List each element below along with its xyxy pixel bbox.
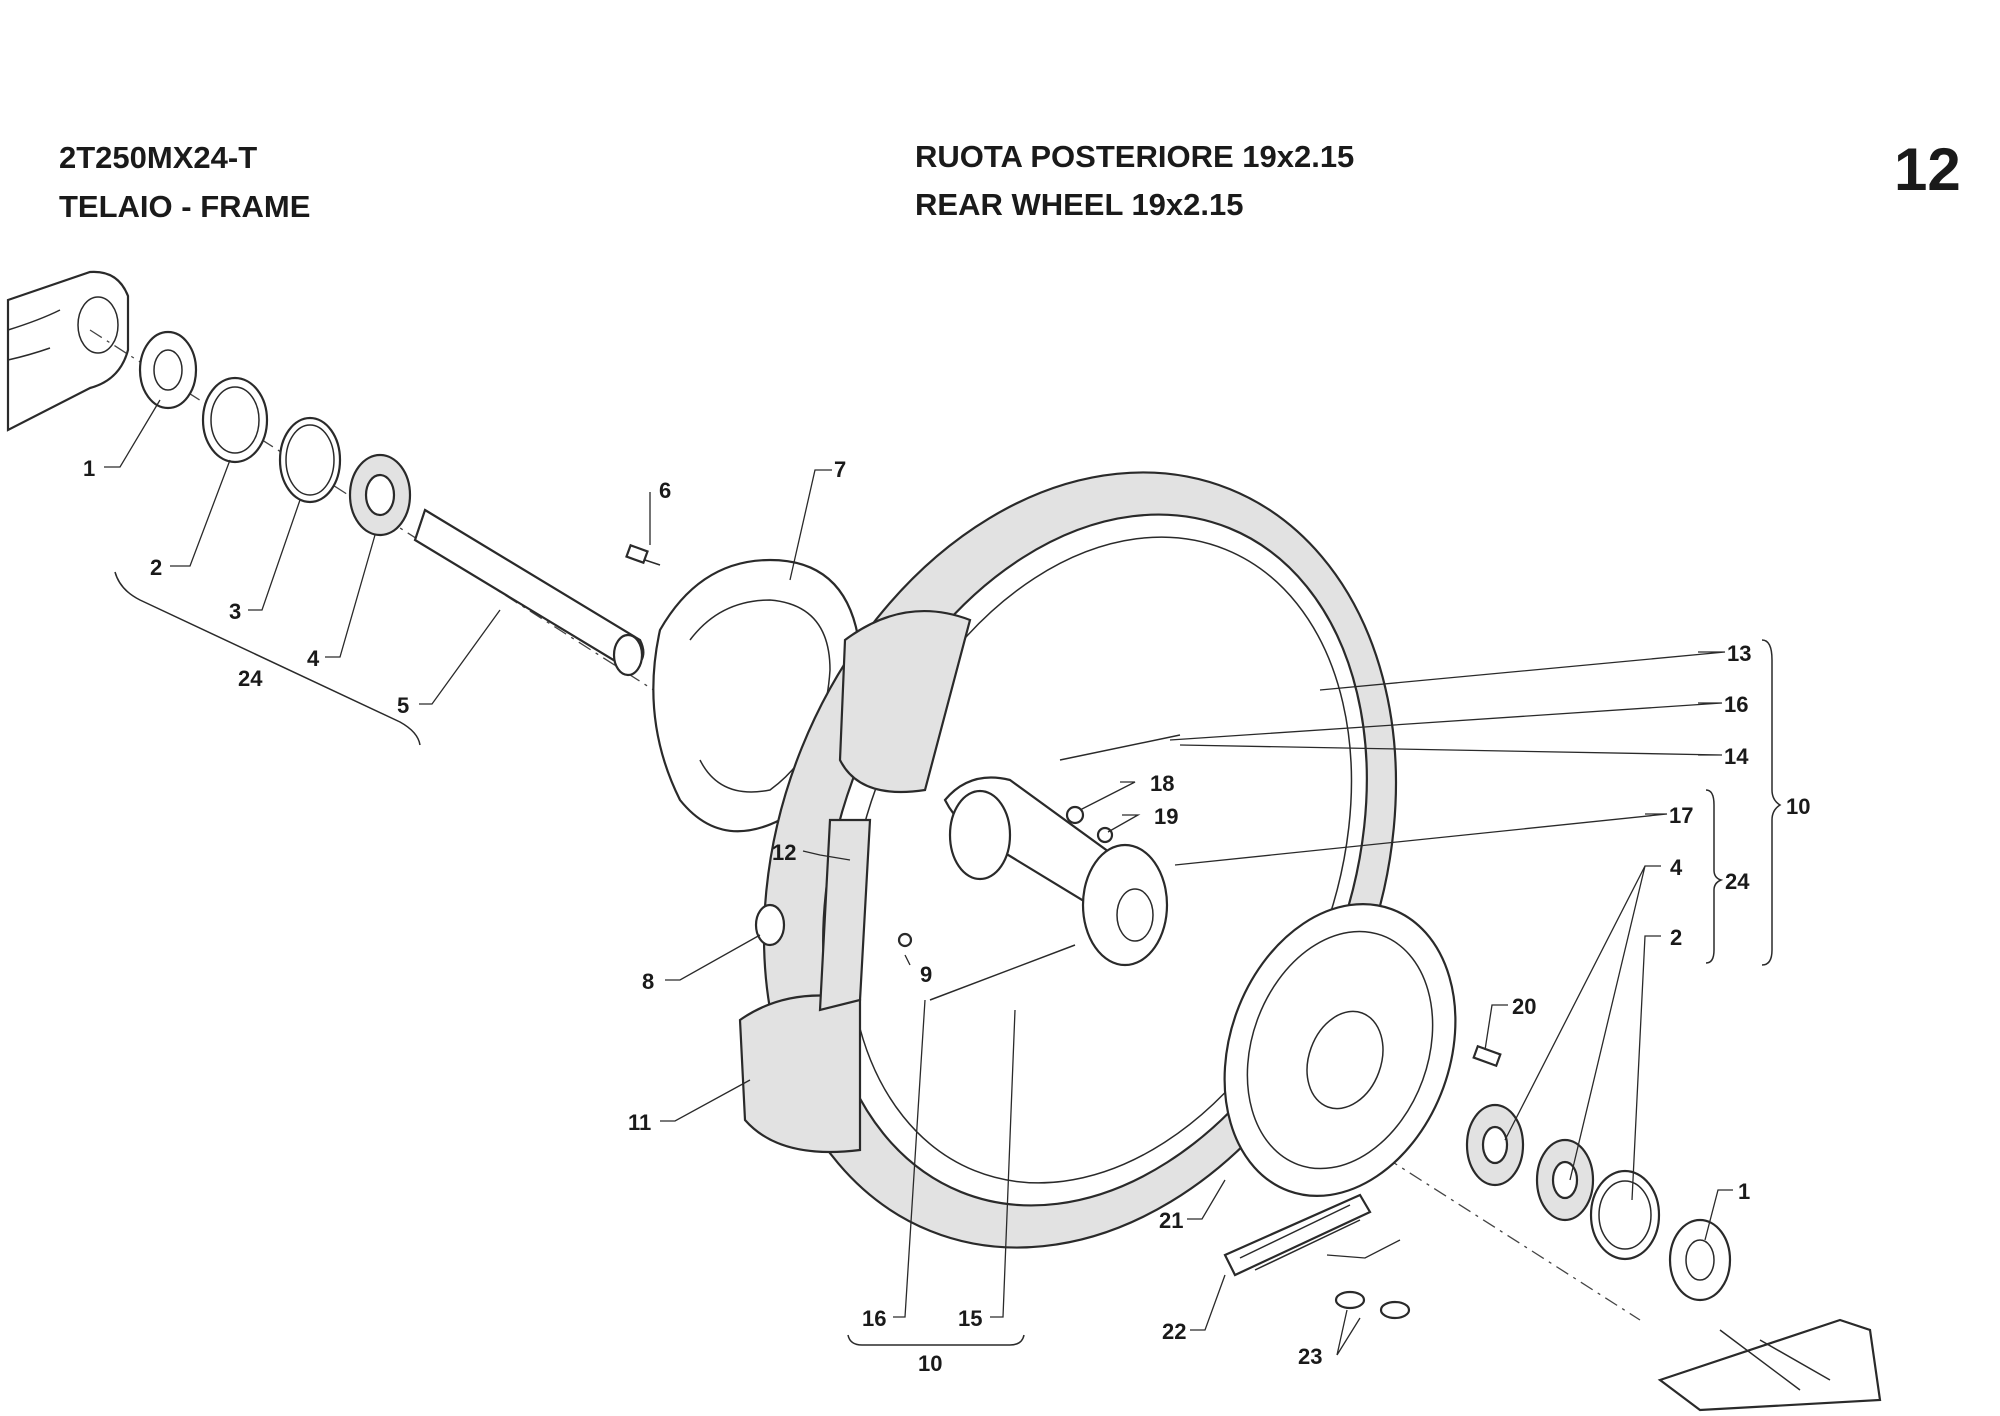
model-code: 2T250MX24-T [59, 140, 258, 175]
callout-20: 20 [1512, 994, 1536, 1019]
callout-21: 21 [1159, 1208, 1183, 1233]
callout-9: 9 [920, 962, 932, 987]
callout-8: 8 [642, 969, 654, 994]
rim-lock-nut [897, 932, 913, 948]
nut [1065, 805, 1085, 825]
page-number: 12 [1894, 136, 1961, 203]
callout-17: 17 [1669, 803, 1693, 828]
section-label: TELAIO - FRAME [59, 189, 311, 224]
callout-16-right: 16 [1724, 692, 1748, 717]
spacer-ring-left [201, 376, 269, 464]
oil-seal-right [1668, 1218, 1732, 1302]
drive-chain [1223, 1193, 1411, 1320]
master-link-plate [1379, 1300, 1411, 1320]
hub-flange-left [948, 789, 1012, 881]
callout-19: 19 [1154, 804, 1178, 829]
callout-10-bottom: 10 [918, 1351, 942, 1376]
washer [1096, 826, 1114, 844]
callout-10-right: 10 [1786, 794, 1810, 819]
master-link [1334, 1290, 1366, 1310]
callout-11: 11 [628, 1110, 651, 1135]
callout-13: 13 [1727, 641, 1751, 666]
callout-12: 12 [772, 840, 796, 865]
rear-sprocket [1223, 903, 1502, 1197]
callout-labels: 1 2 3 4 24 5 6 7 8 9 11 12 13 16 14 18 1… [83, 456, 1810, 1376]
oil-seal-left [138, 330, 198, 410]
right-hub-parts [1465, 1103, 1732, 1302]
swingarm-left [6, 270, 130, 432]
rim-lock [754, 903, 786, 947]
title-italian: RUOTA POSTERIORE 19x2.15 [915, 139, 1355, 174]
callout-22: 22 [1162, 1319, 1186, 1344]
callout-3-left: 3 [229, 599, 241, 624]
inner-tube-upper [838, 610, 972, 794]
callout-18: 18 [1150, 771, 1174, 796]
grouping-brackets [114, 571, 1782, 1346]
callout-14: 14 [1724, 744, 1749, 769]
callout-23: 23 [1298, 1344, 1322, 1369]
callout-2-left: 2 [150, 555, 162, 580]
callout-1-right: 1 [1738, 1179, 1750, 1204]
callout-5: 5 [397, 693, 409, 718]
callout-1-left: 1 [83, 456, 95, 481]
rim-tape [818, 818, 872, 1012]
leader-lines [104, 399, 1733, 1356]
callout-15: 15 [958, 1306, 982, 1331]
callout-4-right: 4 [1670, 855, 1683, 880]
sprocket-bolt [1472, 1044, 1502, 1068]
callout-4-left: 4 [307, 646, 320, 671]
callout-6: 6 [659, 478, 671, 503]
callout-7: 7 [834, 457, 846, 482]
title-english: REAR WHEEL 19x2.15 [915, 187, 1244, 222]
left-hub-parts [138, 330, 645, 677]
callout-24-left: 24 [238, 666, 263, 691]
inner-tube-lower [738, 994, 862, 1154]
swingarm-right [1657, 1318, 1882, 1412]
axle-spacer-tube [413, 508, 645, 672]
circlip-left [278, 416, 342, 504]
spacer-ring-right [1589, 1169, 1661, 1261]
callout-16-bottom: 16 [862, 1306, 886, 1331]
callout-24-right: 24 [1725, 869, 1750, 894]
callout-2-right: 2 [1670, 925, 1682, 950]
hub [754, 734, 1181, 1001]
hub-flange-right [1081, 843, 1169, 967]
